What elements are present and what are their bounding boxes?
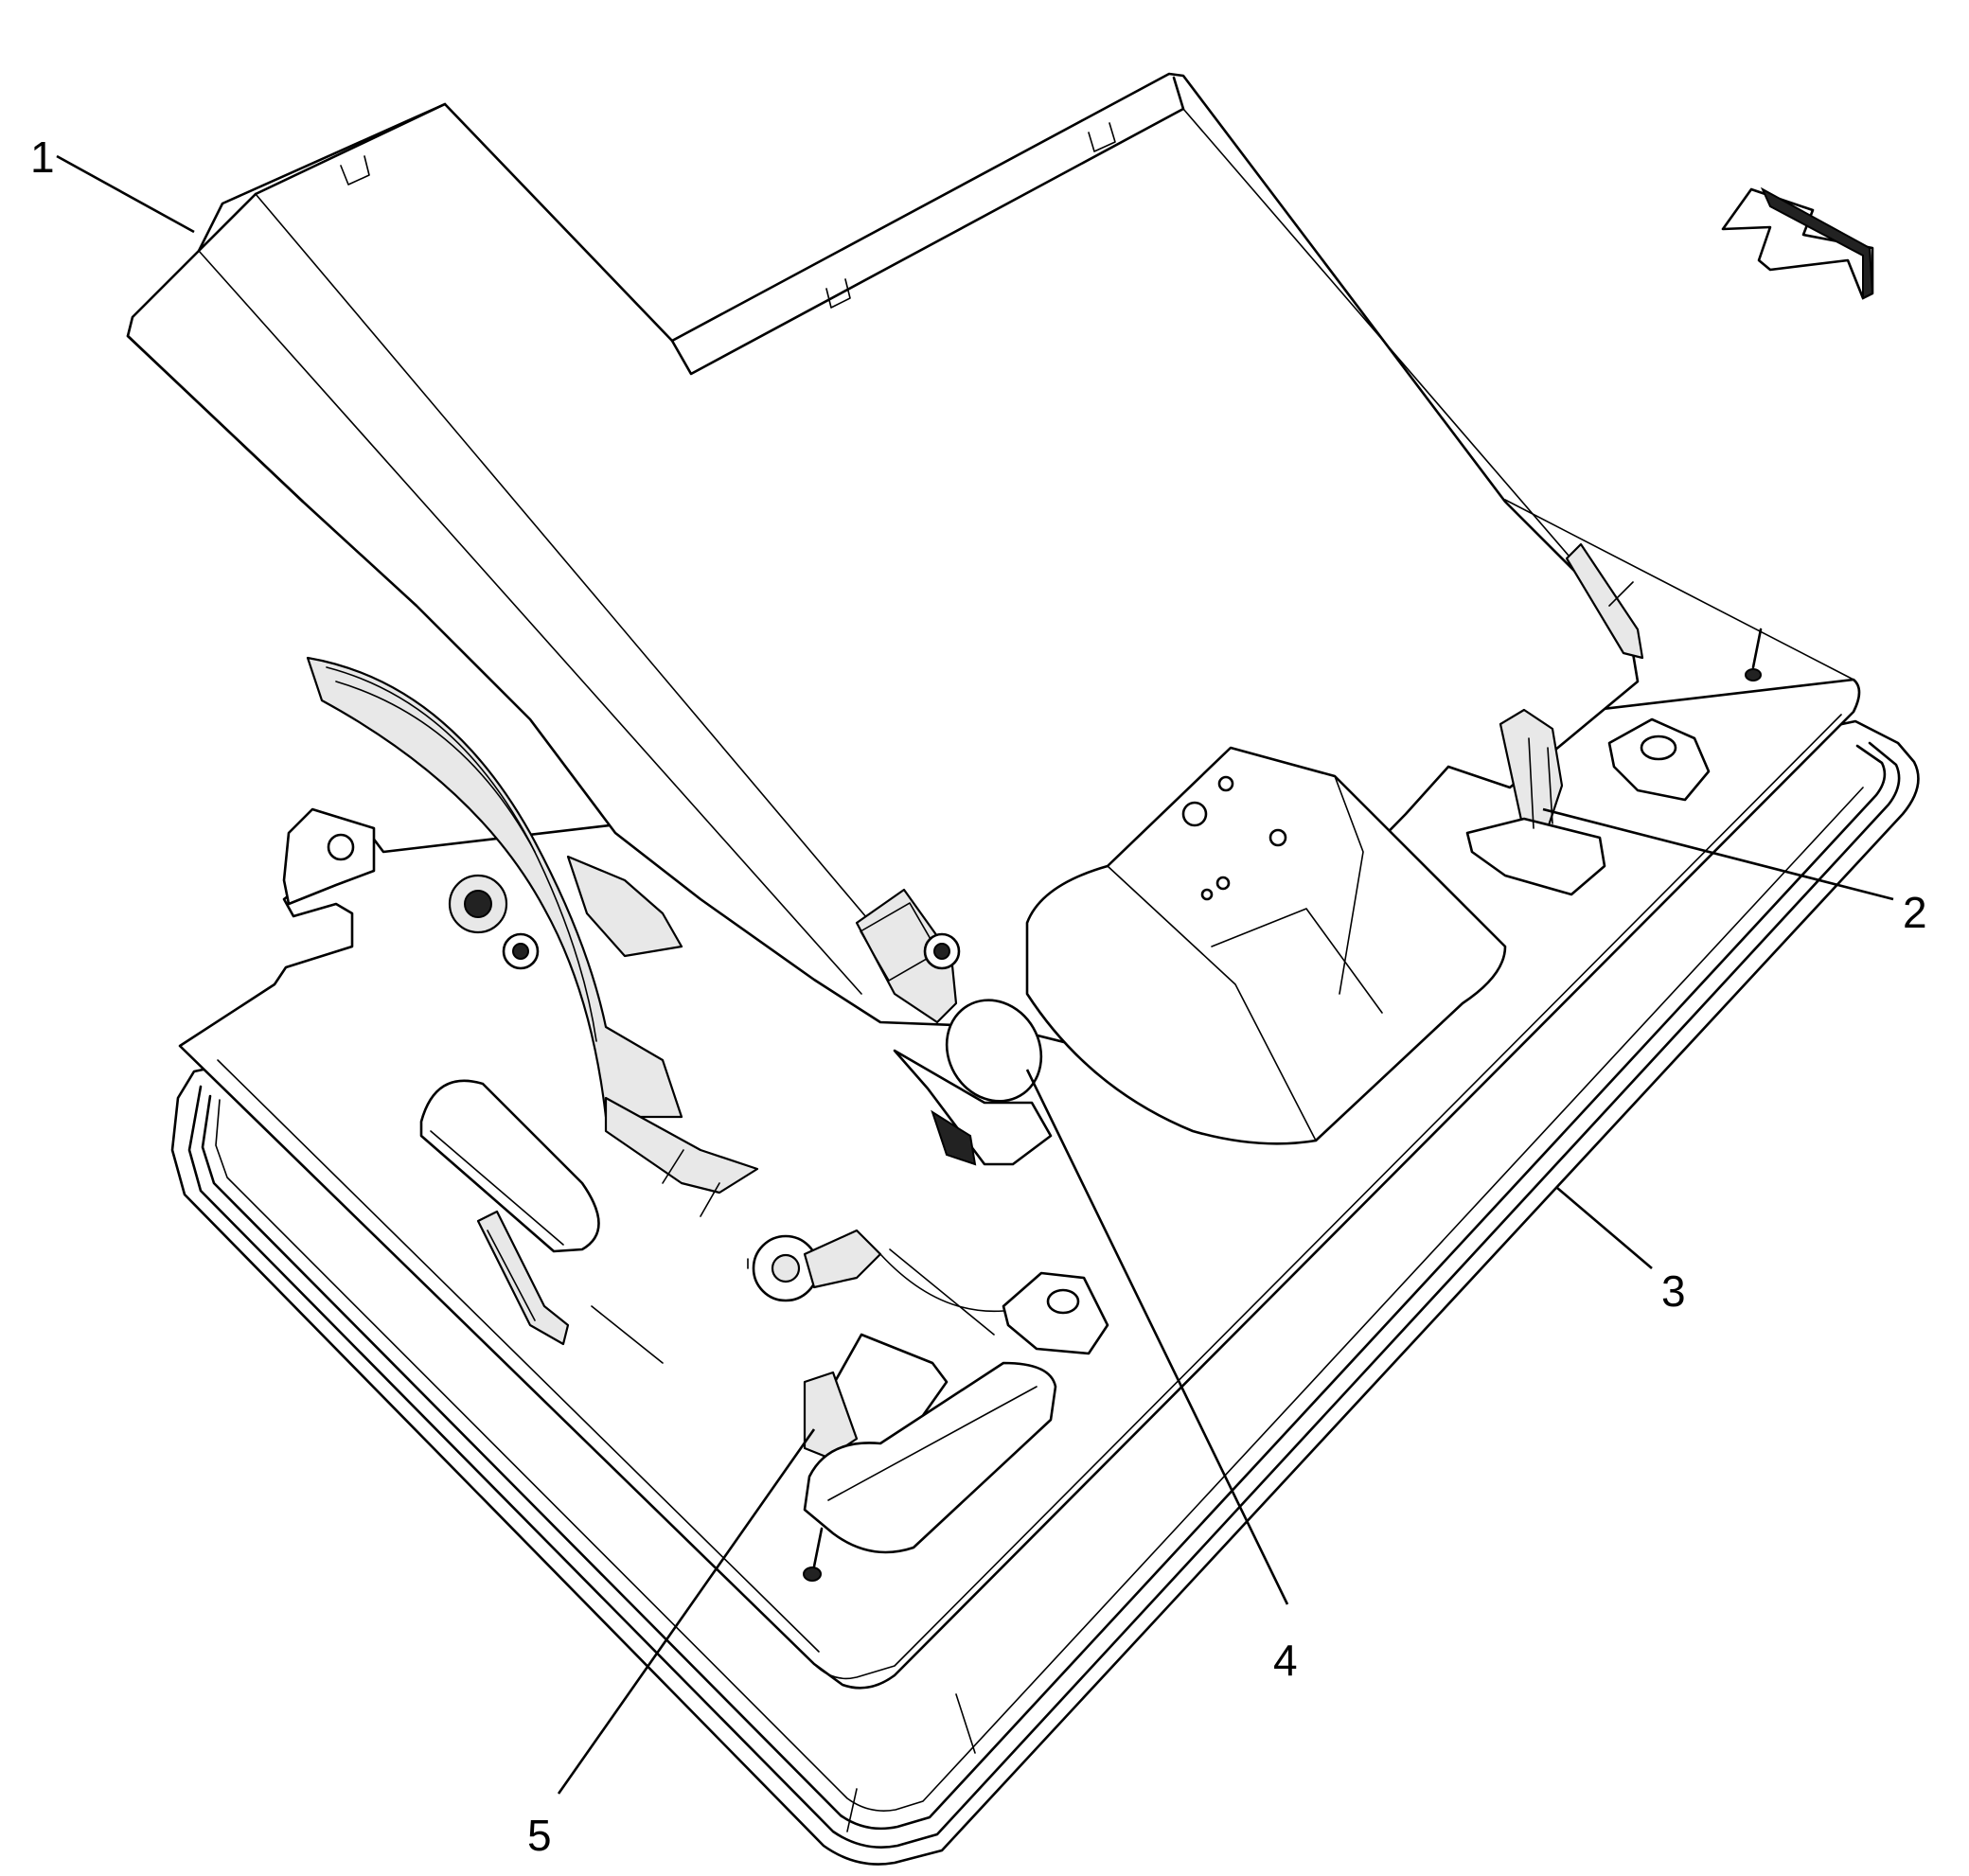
leader-5: [557, 1428, 816, 1795]
wire-harness: [591, 1182, 1004, 1364]
right-hinge-clip: [1565, 542, 1644, 660]
leader-2: [1542, 807, 1894, 901]
screw-top-right: [1745, 628, 1763, 681]
leader-4: [1025, 1069, 1289, 1605]
callout-labels: 1 2 3 4 5: [30, 133, 1927, 1860]
callout-2: 2: [1903, 888, 1927, 937]
mount-boss-center: [1002, 1271, 1109, 1355]
dampener-gear: [282, 656, 759, 1195]
left-hinge-clip: [476, 1210, 570, 1346]
switch-assembly: [752, 1229, 1057, 1554]
callout-3: 3: [1661, 1266, 1686, 1316]
lamp-assembly: [855, 888, 1053, 1166]
left-pocket: [419, 1079, 600, 1253]
callout-1: 1: [30, 133, 55, 182]
mount-boss-right: [1607, 717, 1711, 802]
center-right-boss: [1025, 746, 1507, 1145]
screw-bottom-left: [803, 1527, 824, 1582]
callout-5: 5: [527, 1811, 552, 1860]
leader-lines: [56, 154, 1894, 1795]
leader-3: [1556, 1187, 1653, 1269]
direction-arrow-icon: [1721, 186, 1874, 300]
leader-1: [56, 154, 195, 234]
callout-4: 4: [1273, 1636, 1298, 1685]
